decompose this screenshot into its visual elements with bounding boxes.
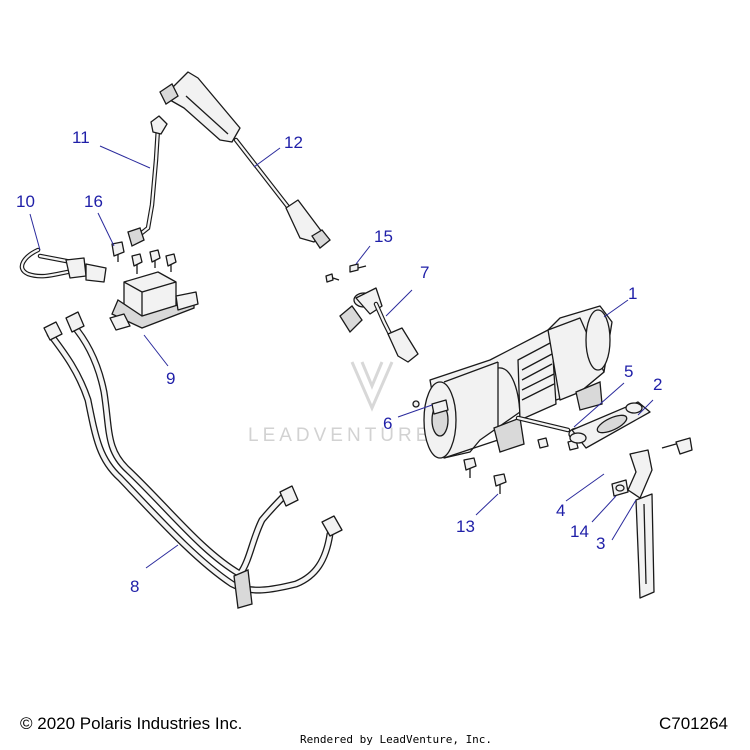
callout-3[interactable]: 3 [596, 534, 605, 553]
copyright-text: © 2020 Polaris Industries Inc. [20, 714, 243, 733]
part-7-switch[interactable] [339, 287, 419, 363]
part-8-battery-cables[interactable] [43, 311, 343, 609]
part-13-bolt[interactable] [463, 457, 507, 494]
part-11-cable[interactable] [127, 115, 168, 247]
part-15-screw[interactable] [325, 263, 367, 283]
callout-1[interactable]: 1 [628, 284, 637, 303]
watermark: LEADVENTURE [248, 361, 432, 446]
callout-15[interactable]: 15 [374, 227, 393, 246]
callout-5[interactable]: 5 [624, 362, 633, 381]
callout-10[interactable]: 10 [16, 192, 35, 211]
callout-14[interactable]: 14 [570, 522, 589, 541]
part-12-wiring-harness[interactable] [159, 71, 331, 249]
diagram-code: C701264 [658, 714, 728, 733]
callout-9[interactable]: 9 [166, 369, 175, 388]
callout-12[interactable]: 12 [284, 133, 303, 152]
callouts: 1 2 3 4 5 6 7 8 9 10 11 12 13 14 15 16 [16, 128, 662, 596]
callout-11[interactable]: 11 [72, 128, 90, 147]
part-1-winch[interactable] [423, 305, 613, 459]
part-16-bolt[interactable] [111, 241, 177, 274]
part-2-bolt[interactable] [661, 437, 693, 455]
leader-lines [29, 145, 654, 569]
part-4-fairlead[interactable] [569, 401, 651, 449]
watermark-text: LEADVENTURE [248, 425, 432, 446]
callout-7[interactable]: 7 [420, 263, 429, 282]
part-10-cable-loop[interactable] [19, 247, 107, 283]
callout-6[interactable]: 6 [383, 414, 392, 433]
part-14-nut[interactable] [611, 479, 629, 497]
callout-4[interactable]: 4 [556, 501, 565, 520]
part-3-hook-strap[interactable] [627, 449, 655, 599]
callout-16[interactable]: 16 [84, 192, 103, 211]
part-6-strap[interactable] [412, 399, 449, 415]
part-9-contactor[interactable] [109, 271, 199, 331]
callout-13[interactable]: 13 [456, 517, 475, 536]
rendered-by-text: Rendered by LeadVenture, Inc. [300, 733, 493, 746]
callout-2[interactable]: 2 [653, 375, 662, 394]
watermark-logo [350, 361, 394, 412]
callout-8[interactable]: 8 [130, 577, 139, 596]
